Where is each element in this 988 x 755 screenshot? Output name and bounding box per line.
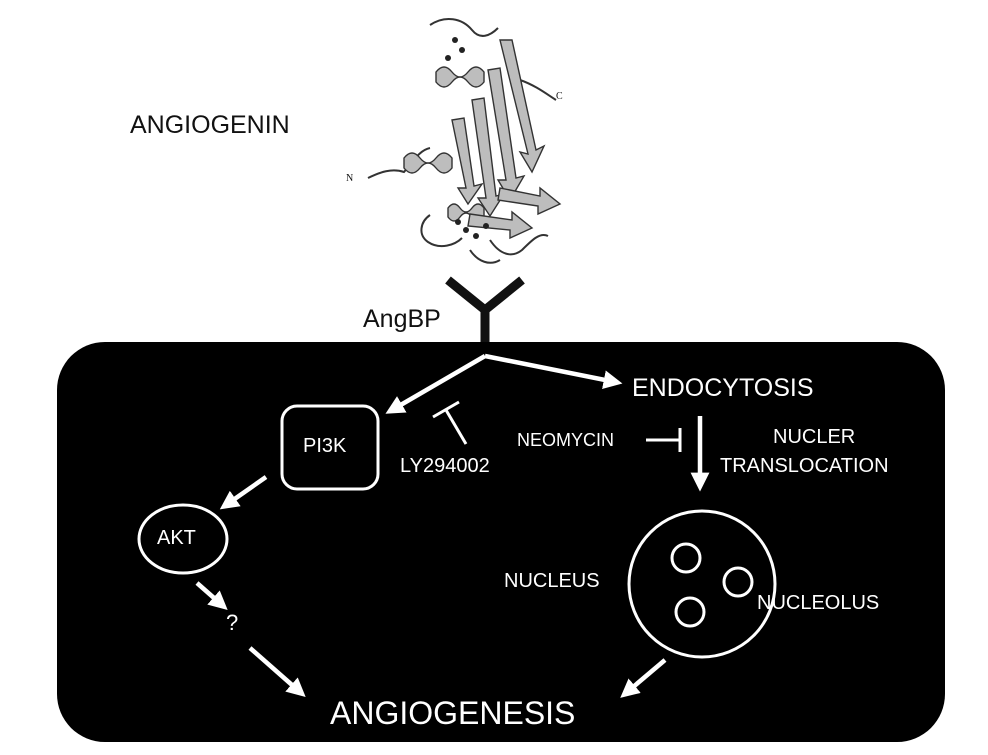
protein-coil-bottom-right [489, 234, 549, 256]
protein-strand-b3 [471, 97, 506, 218]
pi3k-box [280, 404, 380, 491]
disulfide-dot [455, 219, 461, 225]
akt-label: AKT [157, 527, 196, 549]
nucleus-label: NUCLEUS [504, 570, 600, 592]
inhibition-ly294002-bar [432, 400, 460, 419]
arrow-unknown-to-angiogenesis [248, 646, 306, 697]
arrow-nucleus-to-angiogenesis [620, 658, 667, 698]
arrow-receptor-to-endocytosis [484, 353, 623, 390]
protein-helix-h1 [403, 152, 453, 174]
disulfide-dot [463, 227, 469, 233]
disulfide-dot [459, 47, 465, 53]
arrow-akt-to-unknown [195, 581, 228, 610]
nucleolus-label: NUCLEOLUS [757, 592, 880, 614]
arrow-pi3k-to-akt [219, 475, 268, 510]
disulfide-dot [445, 55, 451, 61]
protein-strand-b6 [467, 210, 534, 240]
angiogenin-title: ANGIOGENIN [130, 111, 290, 139]
akt-ellipse [137, 503, 229, 575]
protein-strand-b2 [487, 67, 526, 202]
protein-strand-b5 [497, 186, 562, 216]
protein-coil-c-terminal [519, 79, 557, 101]
disulfide-dot [452, 37, 458, 43]
angiogenesis-label: ANGIOGENESIS [330, 695, 576, 731]
protein-coil-top [429, 18, 499, 37]
ly294002-label: LY294002 [400, 455, 490, 477]
protein-helix-h2 [435, 66, 485, 88]
disulfide-dot [473, 233, 479, 239]
neomycin-label: NEOMYCIN [517, 430, 615, 450]
unknown-step-label: ? [226, 610, 239, 635]
protein-c-terminus-label: C [556, 91, 563, 102]
endocytosis-label: ENDOCYTOSIS [632, 374, 814, 402]
inhibition-ly294002 [444, 409, 468, 445]
protein-coil-bottom-left [420, 214, 463, 248]
nucleus-circle [627, 509, 777, 659]
nucleolus-circle [722, 566, 754, 598]
nucleolus-circle [670, 542, 702, 574]
angbp-label: AngBP [363, 305, 441, 333]
cell-body [57, 342, 945, 742]
nuclear-translocation-label-line1: NUCLER [773, 426, 856, 448]
nuclear-translocation-label-line2: TRANSLOCATION [720, 455, 889, 477]
nucleolus-circle [674, 596, 706, 628]
arrow-receptor-to-pi3k [385, 354, 487, 414]
disulfide-dot [483, 223, 489, 229]
protein-coil-bottom [469, 249, 501, 264]
protein-strand-b1 [499, 39, 546, 174]
protein-strand-b4 [451, 117, 484, 206]
pi3k-label: PI3K [303, 435, 347, 457]
protein-coil-n-terminal [367, 147, 431, 179]
protein-n-terminus-label: N [346, 173, 354, 184]
